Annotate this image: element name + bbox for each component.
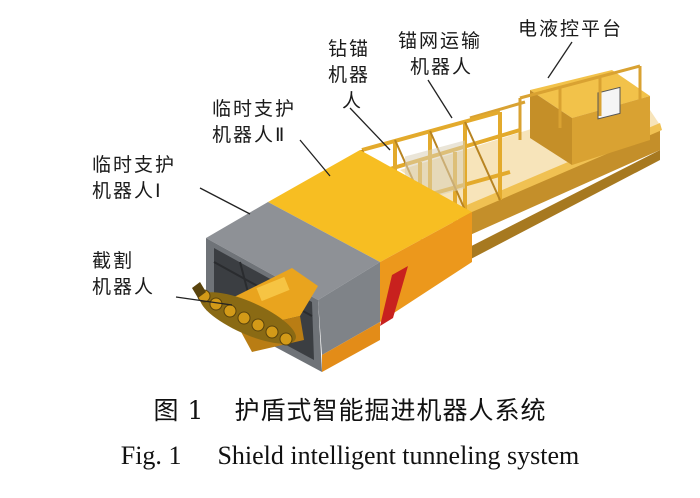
label-line: 人 (342, 90, 364, 112)
cutting-robot (192, 268, 318, 352)
label-temp-support-2: 临时支护 机器人Ⅱ (212, 96, 296, 148)
label-line: 机器人Ⅱ (212, 124, 287, 146)
label-line: 锚网运输 (398, 30, 483, 52)
caption-english: Fig. 1 Shield intelligent tunneling syste… (0, 441, 700, 471)
shield-top-front (206, 202, 380, 300)
label-line: 机器 (328, 64, 371, 86)
equipment-train (360, 64, 662, 272)
label-line: 机器人Ⅰ (92, 180, 163, 202)
label-cutting-robot: 截割 机器人 (92, 248, 155, 300)
caption-cn-number: 1 (187, 396, 205, 425)
label-temp-support-1: 临时支护 机器人Ⅰ (92, 152, 176, 204)
caption-cn-prefix: 图 (153, 396, 180, 425)
caption-en-title: Shield intelligent tunneling system (217, 441, 580, 470)
leader-lines (175, 41, 573, 306)
shield-side-rear (380, 212, 472, 322)
label-line: 临时支护 (92, 154, 177, 176)
red-stripe (380, 266, 408, 326)
label-line: 钻锚 (328, 38, 371, 60)
label-drilling-anchoring: 钻锚 机器 人 (328, 36, 370, 114)
label-line: 机器人 (410, 56, 474, 78)
label-electro-hydraulic: 电液控平台 (518, 16, 623, 42)
caption-en-prefix: Fig. (120, 441, 162, 470)
shield-top-rear (268, 150, 472, 262)
caption-cn-title: 护盾式智能掘进机器人系统 (234, 396, 547, 425)
label-line: 临时支护 (212, 98, 297, 120)
label-line: 电液控平台 (518, 18, 624, 40)
label-line: 机器人 (92, 276, 156, 298)
label-line: 截割 (92, 250, 135, 272)
label-mesh-transport: 锚网运输 机器人 (398, 28, 482, 80)
caption-en-number: 1 (168, 441, 182, 470)
